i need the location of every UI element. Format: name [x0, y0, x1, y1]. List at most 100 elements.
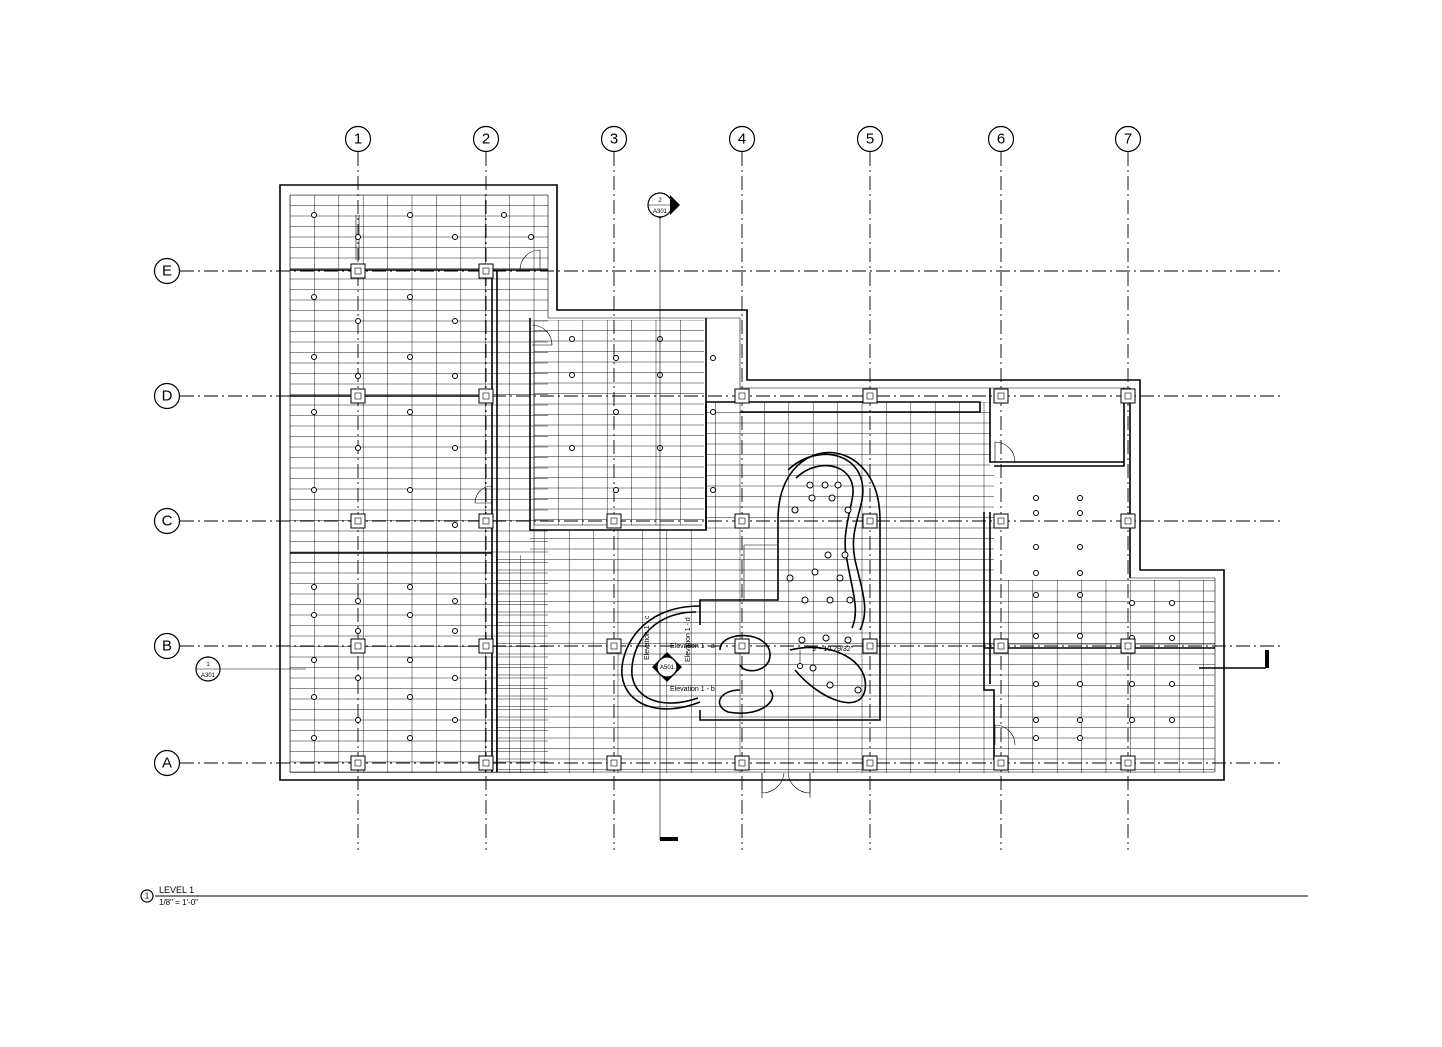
column	[350, 638, 366, 654]
downlight	[1077, 570, 1083, 576]
column-core	[354, 759, 362, 767]
downlight	[569, 445, 575, 451]
downlight	[841, 551, 849, 559]
grid-label-row: B	[162, 638, 172, 655]
ceiling-grid-main	[496, 402, 1215, 773]
column	[478, 513, 494, 529]
grid-label-row: A	[162, 755, 172, 772]
downlight	[791, 506, 799, 514]
downlight	[311, 694, 317, 700]
downlight	[710, 487, 716, 493]
ceiling-grid-room	[534, 320, 704, 525]
downlight	[809, 664, 817, 672]
column-core	[997, 392, 1005, 400]
downlight	[569, 372, 575, 378]
column-core	[482, 642, 490, 650]
view-number: 1	[145, 892, 150, 901]
elevation-sheet: A501	[660, 665, 675, 671]
doors	[355, 215, 1016, 798]
downlight	[854, 686, 862, 694]
grid-bubble-row	[153, 749, 181, 777]
downlight	[311, 735, 317, 741]
downlight	[1077, 717, 1083, 723]
grid-label-row: E	[162, 263, 172, 280]
downlight	[1169, 600, 1175, 606]
grid-label-row: D	[162, 388, 173, 405]
downlight	[407, 657, 413, 663]
column	[478, 263, 494, 279]
column	[993, 638, 1009, 654]
column	[350, 755, 366, 771]
downlight	[836, 574, 844, 582]
light-fixtures	[311, 212, 1175, 741]
downlight	[407, 487, 413, 493]
downlight	[1077, 633, 1083, 639]
column	[478, 755, 494, 771]
downlight	[826, 596, 834, 604]
downlight	[311, 212, 317, 218]
column	[1120, 755, 1136, 771]
downlight	[1033, 633, 1039, 639]
grid-label-col: 6	[997, 131, 1005, 148]
downlight	[824, 551, 832, 559]
elevation-label-c: Elevation 1 - c	[644, 615, 651, 660]
downlight	[710, 355, 716, 361]
downlight	[710, 409, 716, 415]
downlight	[452, 598, 458, 604]
downlight	[452, 318, 458, 324]
downlight	[407, 694, 413, 700]
downlight	[822, 634, 830, 642]
exterior-walls	[279, 184, 1225, 781]
grid-bubble-row	[153, 257, 181, 285]
column-core	[997, 642, 1005, 650]
section-1-number: 1	[206, 662, 210, 668]
downlight	[311, 354, 317, 360]
column-core	[1124, 642, 1132, 650]
column-core	[482, 267, 490, 275]
column	[1120, 513, 1136, 529]
column-core	[610, 642, 618, 650]
downlight	[1077, 735, 1083, 741]
downlight	[452, 445, 458, 451]
section-2-number: 2	[658, 198, 662, 204]
downlight	[407, 409, 413, 415]
downlight	[846, 596, 854, 604]
downlight	[311, 294, 317, 300]
column-core	[1124, 392, 1132, 400]
downlight	[452, 373, 458, 379]
downlight	[1033, 717, 1039, 723]
downlight	[1033, 592, 1039, 598]
downlight	[1033, 495, 1039, 501]
column	[993, 513, 1009, 529]
downlight	[828, 494, 836, 502]
column-core	[354, 517, 362, 525]
curved-walls	[621, 453, 867, 714]
spot-dimension: 9' - 10 29/32"	[797, 646, 854, 669]
column	[734, 638, 750, 654]
grid-label-col: 4	[738, 131, 746, 148]
downlight	[1169, 717, 1175, 723]
column-core	[997, 759, 1005, 767]
downlight	[311, 612, 317, 618]
downlight	[311, 487, 317, 493]
downlight	[355, 717, 361, 723]
column-core	[1124, 759, 1132, 767]
downlight	[407, 735, 413, 741]
grid-bubble-row	[153, 507, 181, 535]
ceiling-grid	[290, 195, 1215, 773]
column	[350, 263, 366, 279]
grid-label-col: 7	[1124, 131, 1132, 148]
column	[1120, 638, 1136, 654]
column-core	[738, 759, 746, 767]
column	[862, 388, 878, 404]
column	[734, 388, 750, 404]
column	[350, 388, 366, 404]
column-core	[866, 517, 874, 525]
grid-bubble-col	[728, 125, 756, 153]
downlight	[1129, 717, 1135, 723]
downlight	[355, 628, 361, 634]
column-core	[610, 517, 618, 525]
dimension-text: 9' - 10 29/32"	[812, 646, 854, 653]
downlight	[613, 355, 619, 361]
